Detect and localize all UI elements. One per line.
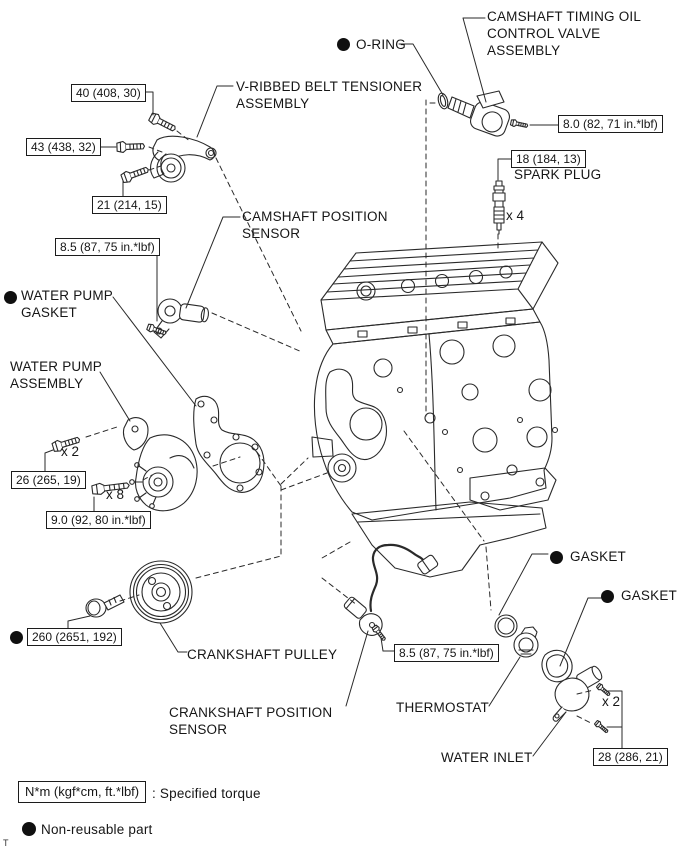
oil-control-valve-drawing xyxy=(437,91,512,138)
part-label-cam-position-sensor: CAMSHAFT POSITION SENSOR xyxy=(242,209,388,241)
page-corner-mark: T xyxy=(3,838,9,848)
thermostat-drawing xyxy=(514,627,538,657)
qty-water-pump-bolt-short: x 8 xyxy=(106,487,125,502)
part-label-oring: O-RING xyxy=(356,37,406,52)
water-inlet-drawing xyxy=(553,664,604,721)
part-label-belt-tensioner: V-RIBBED BELT TENSIONER ASSEMBLY xyxy=(236,79,423,111)
water-pump-drawing xyxy=(123,418,197,511)
part-label-water-inlet: WATER INLET xyxy=(441,750,533,765)
torque-spec-tensioner-bolt-a: 40 (408, 30) xyxy=(71,84,146,102)
qty-spark-plug: x 4 xyxy=(506,208,525,223)
torque-spec-spark-plug: 18 (184, 13) xyxy=(511,150,586,168)
thermostat-oring-drawing xyxy=(495,615,517,637)
engine-assembly-drawing xyxy=(312,242,558,577)
part-label-gasket-thermostat: GASKET xyxy=(570,549,626,564)
part-label-spark-plug: SPARK PLUG xyxy=(514,167,602,182)
crankshaft-pulley-bolt-drawing xyxy=(86,595,124,617)
water-pump-gasket-drawing xyxy=(194,396,264,492)
part-label-crank-position-sensor: CRANKSHAFT POSITION SENSOR xyxy=(169,705,333,737)
part-label-crankshaft-pulley: CRANKSHAFT PULLEY xyxy=(187,647,338,662)
torque-spec-ocv-bolt: 8.0 (82, 71 in.*lbf) xyxy=(558,115,663,133)
legend-non-reusable: Non-reusable part xyxy=(41,822,153,837)
non-reusable-icon xyxy=(601,590,614,603)
part-label-water-pump-gasket: WATER PUMP GASKET xyxy=(21,288,113,320)
torque-spec-cam-sensor-bolt: 8.5 (87, 75 in.*lbf) xyxy=(55,238,160,256)
non-reusable-icon xyxy=(22,822,36,836)
crankshaft-pulley-drawing xyxy=(130,561,192,623)
part-label-gasket-water-inlet: GASKET xyxy=(621,588,677,603)
non-reusable-icon xyxy=(337,38,350,51)
water-inlet-gasket-drawing xyxy=(542,650,572,681)
torque-spec-water-pump-bolt-short: 9.0 (92, 80 in.*lbf) xyxy=(46,511,151,529)
part-label-thermostat: THERMOSTAT xyxy=(396,700,489,715)
legend-torque-meaning: : Specified torque xyxy=(152,786,261,801)
assembly-dashed-lines xyxy=(86,100,594,724)
legend-torque-unit-box: N*m (kgf*cm, ft.*lbf) xyxy=(18,781,147,803)
torque-spec-tensioner-bolt-b: 43 (438, 32) xyxy=(26,138,101,156)
non-reusable-icon xyxy=(550,551,563,564)
spark-plug-drawing xyxy=(493,181,505,234)
torque-spec-crank-pulley-bolt: 260 (2651, 192) xyxy=(27,628,122,646)
tensioner-bolt-b-drawing xyxy=(116,140,146,154)
torque-spec-crank-sensor-bolt: 8.5 (87, 75 in.*lbf) xyxy=(394,644,499,662)
qty-water-inlet-bolt: x 2 xyxy=(602,694,621,709)
cam-position-sensor-drawing xyxy=(154,299,209,338)
non-reusable-icon xyxy=(10,631,23,644)
torque-spec-water-pump-bolt-long: 26 (265, 19) xyxy=(11,471,86,489)
tensioner-bolt-a-drawing xyxy=(147,111,179,135)
belt-tensioner-drawing xyxy=(151,136,216,182)
torque-spec-water-inlet-bolt: 28 (286, 21) xyxy=(593,748,668,766)
non-reusable-icon xyxy=(4,291,17,304)
part-label-water-pump-assembly: WATER PUMP ASSEMBLY xyxy=(10,359,102,391)
ocv-bolt-drawing xyxy=(509,118,529,130)
crank-position-sensor-drawing xyxy=(343,545,439,636)
torque-spec-tensioner-bolt-c: 21 (214, 15) xyxy=(92,196,167,214)
part-label-camshaft-timing-ocv: CAMSHAFT TIMING OIL CONTROL VALVE ASSEMB… xyxy=(487,9,641,58)
tensioner-bolt-c-drawing xyxy=(119,163,151,185)
qty-water-pump-bolt-long: x 2 xyxy=(61,444,80,459)
